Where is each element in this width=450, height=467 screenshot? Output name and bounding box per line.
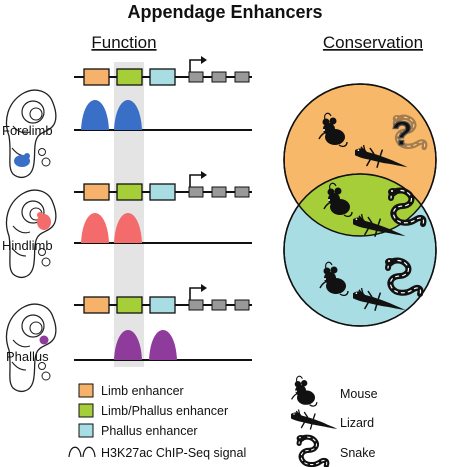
hindlimb-label: Hindlimb [2, 238, 53, 253]
forelimb-peak-limb-phallus [114, 100, 142, 130]
tss-arrow-icon [189, 59, 202, 72]
legend-swatch-phallus [78, 423, 94, 438]
limb-enhancer-box [83, 68, 110, 86]
hindlimb-gene-track [74, 171, 252, 201]
exon-box [211, 71, 227, 83]
species-legend: Mouse Lizard Snake [290, 375, 378, 466]
hindlimb-peak-limb [81, 213, 109, 243]
exon-box [188, 71, 204, 83]
exon-box [234, 186, 250, 198]
tss-arrow-icon [189, 174, 202, 187]
forelimb-embryo [5, 89, 57, 179]
limb-phallus-enhancer-box [116, 183, 143, 201]
species-label-lizard: Lizard [340, 416, 374, 430]
exon-box [188, 299, 204, 311]
phallus-enhancer-box [149, 183, 176, 201]
phallus-peak-phallus [149, 330, 177, 360]
hindlimb-peak-limb-phallus [114, 213, 142, 243]
limb-phallus-enhancer-box [116, 68, 143, 86]
legend-label-limb: Limb enhancer [101, 384, 184, 398]
forelimb-gene-track [74, 56, 252, 86]
exon-box [234, 71, 250, 83]
species-label-mouse: Mouse [340, 387, 378, 401]
forelimb-peak-limb [81, 100, 109, 130]
phallus-row: Phallus [5, 284, 252, 393]
conservation-heading: Conservation [323, 33, 423, 52]
exon-box [211, 186, 227, 198]
tss-arrow-icon [189, 287, 202, 300]
phallus-enhancer-box [149, 68, 176, 86]
function-heading: Function [91, 33, 156, 52]
phallus-label: Phallus [6, 349, 49, 364]
lizard-icon [290, 408, 339, 430]
venn-overlap [284, 174, 436, 236]
snake-icon [297, 435, 327, 466]
legend-swatch-limb-phallus [78, 403, 94, 418]
legend-swatch-limb [78, 383, 94, 398]
phallus-gene-track [74, 284, 252, 314]
legend-peak-icon [68, 446, 96, 458]
mouse-icon [290, 375, 318, 407]
unknown-question-mark: ? [392, 115, 413, 153]
species-label-snake: Snake [340, 446, 375, 460]
exon-box [234, 299, 250, 311]
legend-label-peak: H3K27ac ChIP-Seq signal [101, 446, 246, 460]
limb-phallus-enhancer-box [116, 296, 143, 314]
exon-box [211, 299, 227, 311]
legend-label-limb-phallus: Limb/Phallus enhancer [101, 404, 228, 418]
forelimb-row: Forelimb [2, 56, 252, 179]
exon-box [188, 186, 204, 198]
legend-label-phallus: Phallus enhancer [101, 424, 198, 438]
forelimb-label: Forelimb [2, 123, 53, 138]
phallus-embryo [5, 303, 57, 393]
hindlimb-row: Hindlimb [2, 171, 252, 279]
phallus-peak-limb-phallus [114, 330, 142, 360]
enhancer-legend: Limb enhancer Limb/Phallus enhancer Phal… [68, 383, 246, 460]
phallus-enhancer-box [149, 296, 176, 314]
limb-enhancer-box [83, 296, 110, 314]
limb-enhancer-box [83, 183, 110, 201]
figure-title: Appendage Enhancers [127, 2, 322, 22]
hindlimb-embryo [5, 189, 57, 279]
conservation-venn: ? [283, 83, 437, 327]
